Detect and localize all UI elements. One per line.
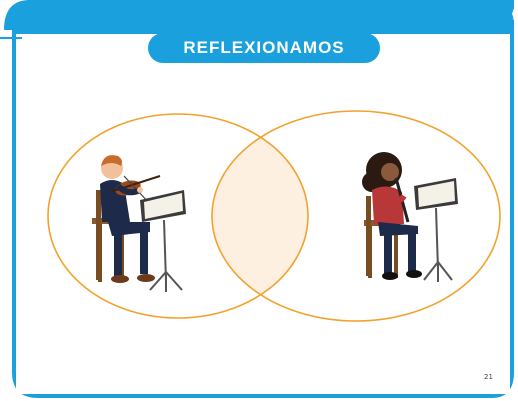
flutist-icon <box>362 152 458 282</box>
page-number: 21 <box>484 373 493 381</box>
violinist-icon <box>92 155 186 292</box>
venn-intersection <box>212 114 308 318</box>
venn-right-circle <box>211 110 501 322</box>
section-title: REFLEXIONAMOS <box>148 33 380 63</box>
venn-left-circle <box>47 113 309 319</box>
